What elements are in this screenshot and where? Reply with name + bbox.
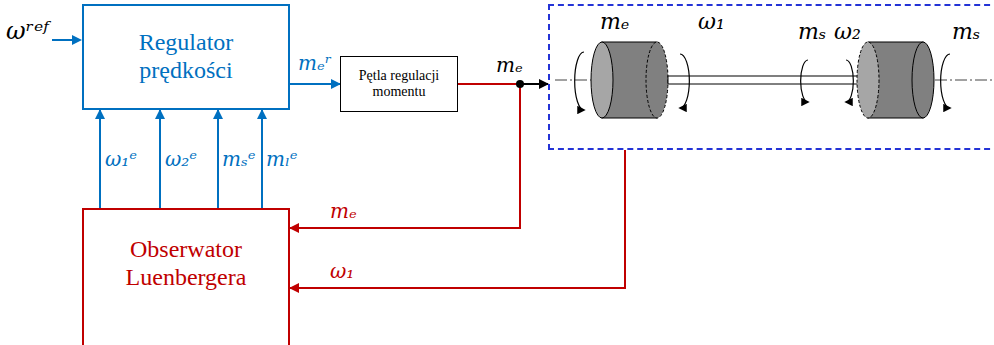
quantity-label: mₛ xyxy=(798,20,826,44)
left-inertia xyxy=(591,42,668,118)
signal-label: mₑ xyxy=(330,200,357,222)
signal-connector xyxy=(217,110,219,208)
signal-label: mₑ xyxy=(496,54,523,76)
signal-connector xyxy=(261,110,263,208)
block-title: Obserwator Luenbergera xyxy=(111,236,261,291)
rotation-arrows xyxy=(575,52,950,110)
mechanical-system-box: mₑ ω₁ mₛ ω₂ mₛ xyxy=(548,4,994,150)
controller-box: Regulator prędkości xyxy=(82,4,290,110)
signal-label: ω₁ᵉ xyxy=(105,148,137,170)
signal-connector xyxy=(290,150,625,288)
reference-arrowhead xyxy=(72,35,82,45)
signal-label: ωʳᵉᶠ xyxy=(6,18,49,44)
quantity-label: ω₂ xyxy=(834,20,861,44)
quantity-label: ω₁ xyxy=(698,10,725,34)
signal-label: ω₁ xyxy=(330,260,354,282)
quantity-label: mₑ xyxy=(600,10,629,34)
signal-label: mₗᵉ xyxy=(266,148,298,170)
observer-box: Obserwator Luenbergera xyxy=(82,208,290,345)
block-title: Pętla regulacji momentu xyxy=(354,68,444,100)
shaft xyxy=(668,76,870,84)
quantity-label: mₛ xyxy=(952,20,980,44)
torque-loop-box: Pętla regulacji momentu xyxy=(340,56,458,112)
signal-label: mₑʳ xyxy=(298,52,332,74)
signal-label: mₛᵉ xyxy=(222,148,255,170)
block-title: Regulator prędkości xyxy=(121,29,251,84)
signal-connector xyxy=(159,110,161,208)
signal-connector xyxy=(99,110,101,208)
signal-label: ω₂ᵉ xyxy=(165,148,197,170)
junction-dot xyxy=(516,80,524,88)
signal-connector xyxy=(290,83,340,85)
right-inertia xyxy=(857,42,934,118)
